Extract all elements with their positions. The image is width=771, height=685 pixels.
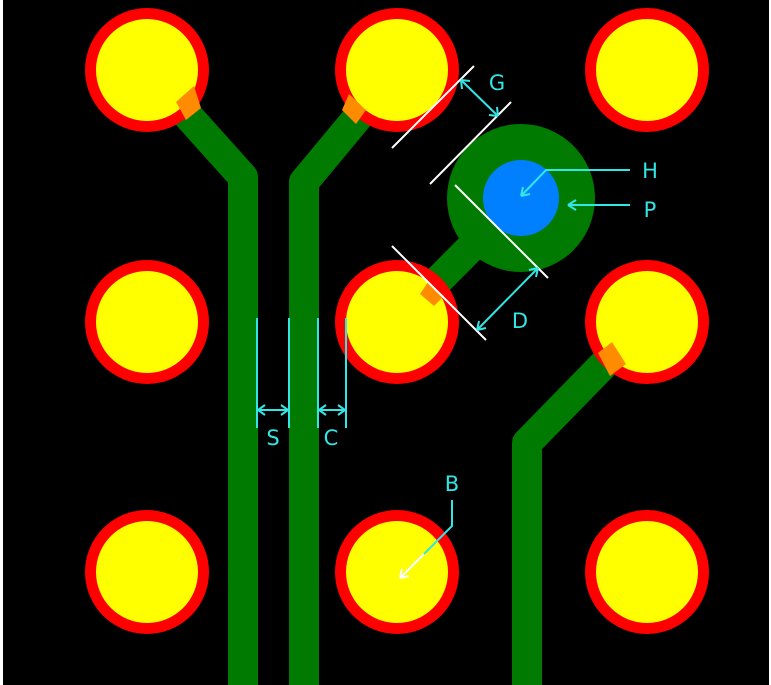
clearance-arrowheads [318, 404, 346, 416]
via [447, 124, 595, 272]
pad-copper [346, 521, 448, 623]
label-hole: H [642, 159, 658, 183]
overlap-mark [420, 282, 444, 306]
dimension-annotations [256, 65, 630, 579]
diameter-arrowheads [476, 267, 539, 331]
pad-copper [346, 271, 448, 373]
bga-pad-pointer-arrow [399, 553, 425, 579]
label-spacing: S [266, 426, 279, 450]
gap-extension-line [391, 65, 475, 149]
overlap-mark [598, 342, 626, 376]
pad-copper [96, 271, 198, 373]
bga-pad [335, 510, 459, 634]
gap-dimension-line [460, 79, 499, 117]
hole-arrowhead [520, 186, 531, 197]
label-bga-pad: B [445, 472, 459, 496]
overlap-mark [176, 86, 201, 120]
bga-pad-grid [85, 8, 709, 634]
diameter-dimension-line [476, 267, 539, 331]
via-drill-hole [483, 160, 559, 236]
dimension-labels: G H P D S C B [266, 71, 658, 496]
bga-pad [585, 510, 709, 634]
pad-arrowhead [567, 199, 577, 211]
label-diameter: D [512, 309, 528, 333]
label-clearance: C [324, 426, 339, 450]
trace-pad-overlaps [176, 86, 626, 376]
spacing-arrowheads [257, 404, 289, 416]
label-pad: P [644, 198, 657, 222]
pad-copper [346, 19, 448, 121]
pad-copper [596, 521, 698, 623]
bga-pad [585, 8, 709, 132]
overlap-mark [342, 94, 366, 124]
pad-copper [96, 521, 198, 623]
bga-pad [335, 260, 459, 384]
diameter-extension-line [391, 245, 487, 341]
pad-copper [596, 19, 698, 121]
hole-pointer [520, 169, 630, 197]
diameter-extension-line [454, 184, 549, 279]
label-gap: G [489, 71, 505, 95]
bga-pad-arrowhead [399, 568, 410, 579]
pad-copper [96, 19, 198, 121]
bga-pad [85, 260, 209, 384]
bga-pad [85, 510, 209, 634]
bga-pad [335, 8, 459, 132]
pad-copper [596, 271, 698, 373]
bga-pad [585, 260, 709, 384]
gap-arrowheads [460, 79, 499, 117]
